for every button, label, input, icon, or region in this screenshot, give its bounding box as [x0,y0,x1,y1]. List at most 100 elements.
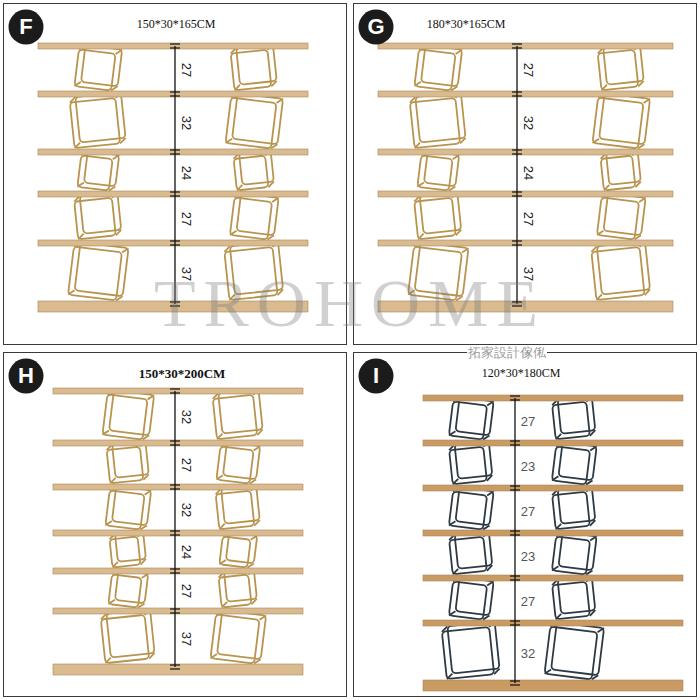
dimension-tick [170,91,180,92]
dimension-tick [170,95,180,96]
cube-frame [108,569,148,608]
dimension-number: 27 [522,210,535,226]
dimension-tick [512,43,522,44]
dimension-tick [510,684,520,685]
wood-shelf [378,43,673,49]
wood-shelf [53,530,303,536]
dimension-tick [512,47,522,48]
size-title: 180*30*165CM [427,17,506,32]
panel-letter: F [8,9,44,45]
dimension-number: 27 [520,414,536,427]
dimension-number: 24 [180,544,193,560]
wood-shelf [378,91,673,97]
dimension-tick [170,47,180,48]
size-title: 150*30*165CM [137,17,216,32]
cube-frame [441,621,500,679]
dimension-tick [170,388,180,389]
wood-shelf [423,395,683,401]
wood-shelf [423,485,683,491]
cube-frame [449,441,493,484]
dimension-number: 27 [180,62,193,78]
dimension-tick [512,191,522,192]
cube-frame [219,531,257,568]
cube-frame [106,441,149,483]
size-title: 150*30*200CM [139,366,226,382]
dimension-tick [512,195,522,196]
dimension-tick [510,440,520,441]
wood-shelf [38,240,308,246]
watermark-chinese: 拓家設計傢俬 [467,346,547,359]
dimension-tick [510,534,520,535]
dimension-number: 24 [522,165,535,181]
cube-frame [552,396,596,439]
product-panel: 150*30*200CM H [3,352,347,697]
wood-shelf [53,664,303,675]
dimension-tick [170,572,180,573]
cube-frame [230,192,279,240]
dimension-tick [510,624,520,625]
panel-letter: H [8,358,44,394]
cube-frame [102,389,154,440]
cube-frame [210,610,266,665]
panel-letter: I [358,358,394,394]
dimension-tick [170,440,180,441]
cube-frame [597,44,644,90]
wood-shelf [53,608,303,614]
dimension-tick [170,191,180,192]
dimension-tick [170,444,180,445]
cube-frame [552,576,596,619]
dimension-number: 27 [520,504,536,517]
dimension-tick [170,195,180,196]
dimension-tick [510,530,520,531]
dimension-tick [170,530,180,531]
dimension-tick [510,489,520,490]
cube-frame [212,389,263,439]
dimension-tick [170,392,180,393]
letter-badge: I [358,358,394,394]
cube-frame [600,150,641,190]
letter-badge: G [358,9,394,45]
dimension-number: 27 [180,583,193,599]
dimension-tick [510,485,520,486]
dimension-tick [512,244,522,245]
dimension-tick [510,620,520,621]
cube-frame [100,609,155,663]
wood-shelf [378,191,673,197]
cube-frame [68,242,129,302]
letter-badge: F [8,9,44,45]
cube-frame [597,192,646,240]
dimension-tick [512,240,522,241]
cube-frame [216,441,260,484]
dimension-number: 23 [520,459,536,472]
dimension-tick [170,664,180,665]
wood-shelf [53,484,303,490]
wood-shelf [53,568,303,574]
cube-frame [552,531,597,575]
cube-frame [77,150,119,191]
wood-shelf [378,149,673,155]
dimension-tick [512,95,522,96]
dimension-number: 37 [180,631,193,647]
shelf-unit [53,388,303,675]
dimension-tick [512,91,522,92]
wood-shelf [378,240,673,246]
dimension-tick [510,680,520,681]
dimension-tick [170,240,180,241]
cube-frame [414,192,462,239]
cube-frame [233,150,274,190]
cube-frame [417,150,459,191]
dimension-number: 27 [180,457,193,473]
cube-frame [409,92,466,148]
dimension-number: 24 [180,165,193,181]
wood-shelf [53,388,303,394]
cube-frame [74,44,122,91]
cube-frame [109,531,146,568]
wood-shelf [53,440,303,446]
cube-frame [449,486,494,530]
wood-shelf [423,620,683,626]
dimension-tick [510,395,520,396]
dimension-tick [170,149,180,150]
size-title: 120*30*180CM [482,366,561,381]
cube-frame [552,441,597,485]
dimension-tick [512,149,522,150]
